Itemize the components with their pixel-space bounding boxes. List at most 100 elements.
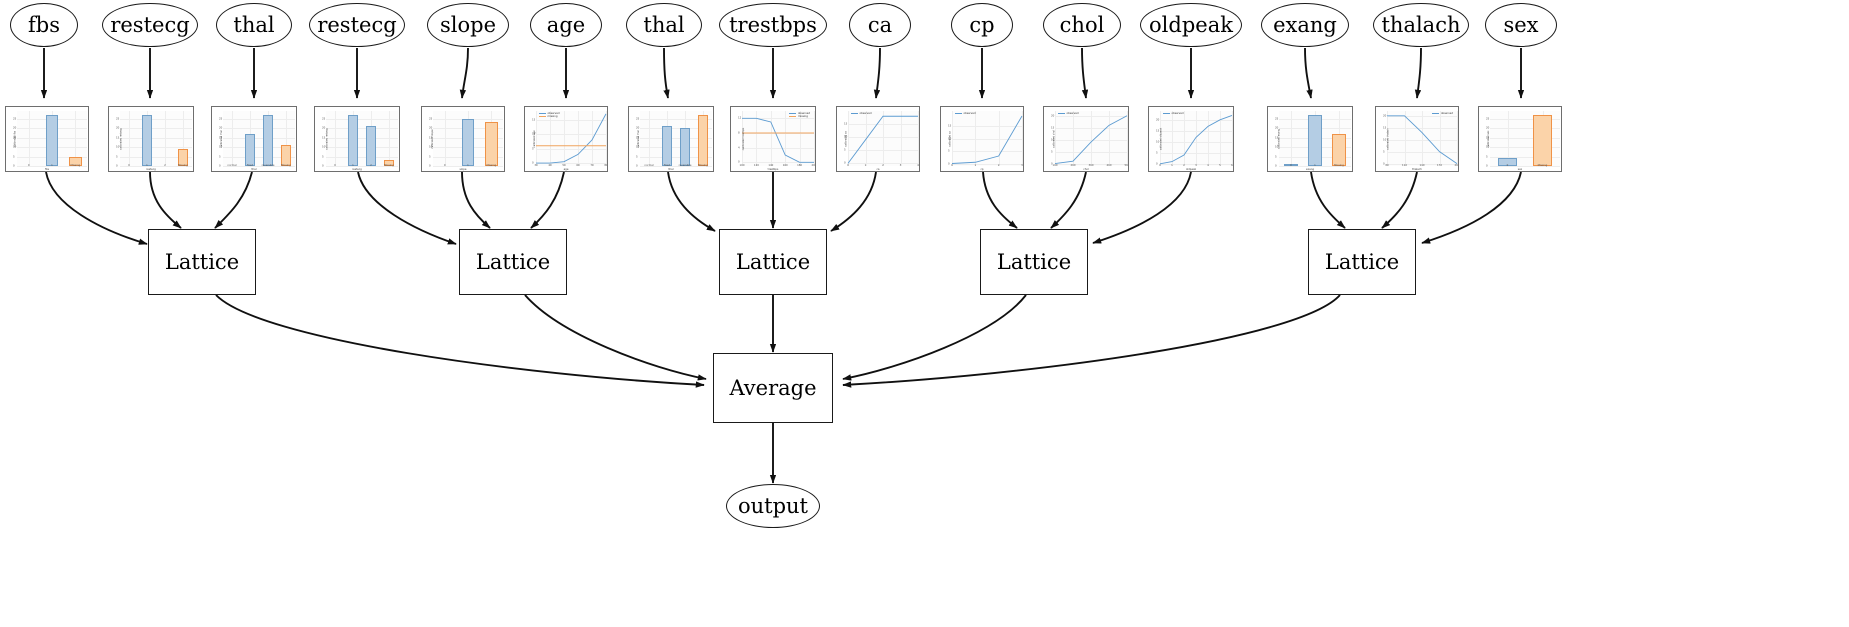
gridline-h [952,138,1022,139]
x-tick-label: 0 [334,163,336,167]
gridline-h [1055,127,1127,129]
y-tick-label: 5 [636,155,638,159]
gridline-v [883,111,884,166]
feature-node-trestbps-8[interactable]: trestbps [719,3,827,47]
y-tick-label: 20 [429,126,433,130]
gridline-h [640,137,712,139]
feature-node-thal-3[interactable]: thal [216,3,292,47]
y-tick-label: 20 [116,126,120,130]
legend-row-observed: observed [1058,112,1079,115]
plot-axes [847,111,919,166]
x-tick-label: Missing [178,163,188,167]
y-tick-label: 20 [1383,114,1387,118]
gridline-v [1196,111,1197,166]
feature-node-slope-5[interactable]: slope [427,3,509,47]
feature-node-exang-13[interactable]: exang [1261,3,1349,47]
x-tick-label: 120 [753,163,759,167]
feature-node-thal-7[interactable]: thal [626,3,702,47]
average-node[interactable]: Average [713,353,833,423]
bar-missing-3 [178,148,188,166]
gridline-v [75,111,76,166]
feature-node-sex-15[interactable]: sex [1485,3,1557,47]
x-tick-label: fixed [246,163,254,167]
x-tick-label: 2 [997,163,1000,167]
lattice-node-3[interactable]: Lattice [719,229,827,295]
lattice-node-1[interactable]: Lattice [148,229,256,295]
bar-observed-1 [1308,114,1322,166]
y-tick-label: 0 [844,161,846,165]
gridline-v [1109,111,1110,166]
gridline-v [1439,111,1440,166]
gridline-v [1022,111,1023,166]
feature-node-oldpeak-12[interactable]: oldpeak [1140,3,1242,47]
x-tick-label: 60 [576,163,580,167]
series-line-observed [1387,115,1458,164]
output-node[interactable]: output [726,484,820,528]
gridline-h [1387,139,1457,141]
legend-swatch-observed [789,113,797,115]
bar-missing-3 [384,160,394,166]
x-axis-label: chol [1083,167,1089,171]
gridline-h [326,118,398,120]
gridline-h [1490,118,1560,120]
gridline-h [848,124,918,125]
y-axis-label: calibrated exang [1277,128,1281,150]
feature-node-age-6[interactable]: age [530,3,602,47]
gridline-h [1490,166,1560,167]
y-tick-label: 25 [636,117,640,121]
series-line-observed [951,115,1023,164]
x-tick-label: 0 [1159,163,1161,167]
y-tick-label: 5 [1051,150,1053,154]
gridline-h [326,128,398,129]
gridline-h [640,128,712,129]
plot-axes [1279,111,1351,167]
x-tick-label: 140 [768,163,774,167]
y-axis-label: calibrated cp [948,131,952,147]
legend-label-observed: observed [1066,112,1079,115]
x-tick-label: 2 [1183,163,1185,167]
feature-node-restecg-2[interactable]: restecg [102,3,198,47]
gridline-v [1055,111,1056,166]
feature-node-restecg-4[interactable]: restecg [309,3,405,47]
y-tick-label: 10 [844,135,848,139]
plot-axes [223,111,295,167]
y-tick-label: 15 [219,136,223,140]
feature-node-cp-10[interactable]: cp [951,3,1013,47]
feature-node-chol-11[interactable]: chol [1043,3,1121,47]
x-axis-label: restecg [146,167,156,171]
y-tick-label: 10 [429,145,433,149]
lattice-node-2[interactable]: Lattice [459,229,567,295]
x-tick-label: 1 [146,163,148,167]
gridline-h [120,156,192,158]
gridline-h [120,137,192,139]
y-tick-label: 25 [429,117,433,121]
y-tick-label: 5 [322,155,324,159]
y-axis-label: calibrated restecg [119,128,123,150]
plot-axes [1054,111,1128,166]
x-axis-label: thalach [1412,167,1422,171]
x-tick-label: 50 [562,163,566,167]
y-axis-label: calibrated fbs [13,130,17,148]
y-tick-label: 15 [116,136,120,140]
y-tick-label: 5 [429,155,431,159]
feature-node-ca-9[interactable]: ca [849,3,911,47]
x-tick-label: Missing [384,163,394,167]
y-tick-label: 15 [322,136,326,140]
gridline-v [1091,111,1092,166]
gridline-h [120,118,192,120]
x-tick-label: 1 [864,163,867,167]
plot-legend: observed [1058,112,1079,115]
lattice-node-4[interactable]: Lattice [980,229,1088,295]
feature-node-fbs-1[interactable]: fbs [10,3,78,47]
feature-node-thalach-14[interactable]: thalach [1373,3,1469,47]
gridline-h [536,134,606,135]
lattice-node-5[interactable]: Lattice [1308,229,1416,295]
y-tick-label: 15 [13,136,17,140]
x-axis-label: restecg [352,167,362,171]
